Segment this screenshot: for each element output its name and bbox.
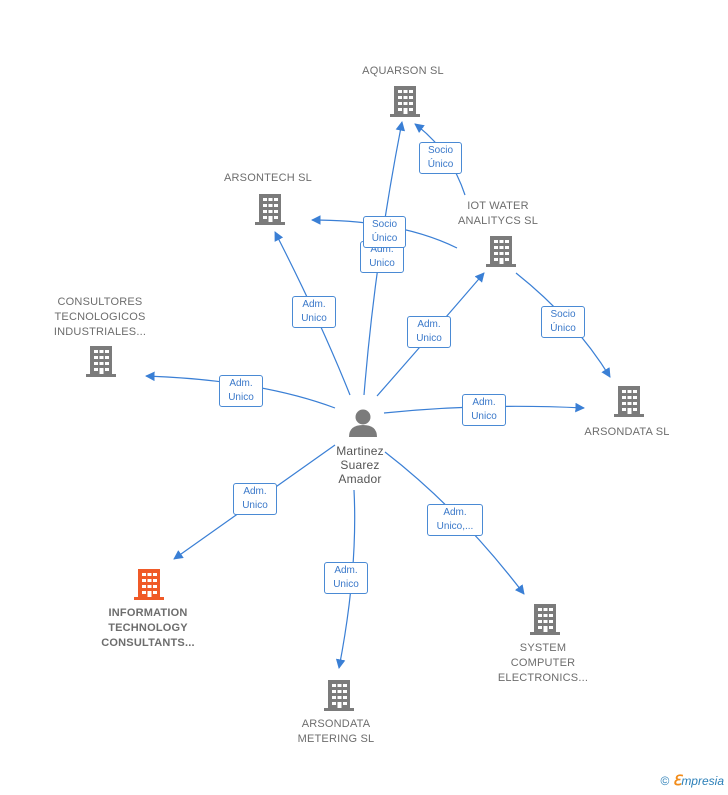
label-line: IOT WATER bbox=[467, 200, 529, 212]
building-icon-iot[interactable] bbox=[486, 236, 516, 267]
edge-label-person-metering: Adm. Unico bbox=[324, 562, 368, 594]
edge-label-person-itc: Adm. Unico bbox=[233, 483, 277, 515]
edge-label-line: Adm. bbox=[443, 507, 467, 518]
person-label[interactable]: Martinez Suarez Amador bbox=[313, 444, 407, 486]
label-line: INFORMATION bbox=[108, 607, 188, 619]
edge-label-line: Adm. bbox=[302, 299, 326, 310]
label-line: AQUARSON SL bbox=[362, 65, 444, 77]
company-label-iot[interactable]: IOT WATER ANALITYCS SL bbox=[438, 199, 558, 229]
label-line: CONSULTANTS... bbox=[101, 637, 195, 649]
edge-label-line: Unico bbox=[471, 411, 497, 422]
brand-name: mpresia bbox=[681, 774, 724, 788]
edge-label-line: Unico bbox=[301, 313, 327, 324]
label-line: ELECTRONICS... bbox=[497, 672, 589, 684]
label-line: SYSTEM bbox=[519, 642, 567, 654]
edge-label-person-iot: Adm. Unico bbox=[407, 316, 451, 348]
edge-label-line: Adm. bbox=[243, 486, 267, 497]
company-label-itc[interactable]: INFORMATION TECHNOLOGY CONSULTANTS... bbox=[88, 606, 208, 651]
edge-label-iot-arsondata: Socio Único bbox=[541, 306, 585, 338]
building-icon-sce[interactable] bbox=[530, 604, 560, 635]
edge-label-line: Unico bbox=[369, 258, 395, 269]
edge-label-iot-aquarson: Socio Único bbox=[419, 142, 462, 174]
edge-label-line: Único bbox=[427, 159, 454, 170]
label-line: ARSONTECH SL bbox=[224, 172, 312, 184]
label-line: TECNOLOGICOS bbox=[54, 311, 146, 323]
building-icon-arsondata[interactable] bbox=[614, 386, 644, 417]
label-line: ARSONDATA SL bbox=[584, 426, 670, 438]
edge-label-line: Unico bbox=[228, 392, 254, 403]
edge-label-line: Socio bbox=[371, 219, 397, 230]
edge-label-line: Unico,... bbox=[436, 521, 474, 532]
edge-label-line: Socio bbox=[427, 145, 453, 156]
edge-label-person-arsondata: Adm. Unico bbox=[462, 394, 506, 426]
company-label-arsondata[interactable]: ARSONDATA SL bbox=[567, 425, 687, 440]
label-line: COMPUTER bbox=[510, 657, 576, 669]
edge-label-iot-arsontech: Socio Único bbox=[363, 216, 406, 248]
label-line: ARSONDATA bbox=[301, 718, 371, 730]
edge-label-person-sce: Adm. Unico,... bbox=[427, 504, 483, 536]
person-icon[interactable] bbox=[349, 409, 377, 438]
company-label-metering[interactable]: ARSONDATA METERING SL bbox=[276, 717, 396, 747]
label-line: ANALITYCS SL bbox=[457, 215, 539, 227]
edge-label-line: Adm. bbox=[334, 565, 358, 576]
company-label-aquarson[interactable]: AQUARSON SL bbox=[343, 64, 463, 79]
edge-label-person-consultores: Adm. Unico bbox=[219, 375, 263, 407]
label-line: TECHNOLOGY bbox=[108, 622, 188, 634]
label-line: Suarez bbox=[340, 458, 380, 472]
edge-label-line: Único bbox=[371, 233, 398, 244]
edge-label-person-arsontech: Adm. Unico bbox=[292, 296, 336, 328]
edge-label-line: Unico bbox=[242, 500, 268, 511]
company-label-arsontech[interactable]: ARSONTECH SL bbox=[208, 171, 328, 186]
edge-label-line: Socio bbox=[550, 309, 576, 320]
label-line: INDUSTRIALES... bbox=[53, 326, 147, 338]
edge-label-line: Adm. bbox=[229, 378, 253, 389]
edge-label-line: Unico bbox=[333, 579, 359, 590]
edge-label-line: Único bbox=[550, 323, 576, 334]
building-icon-consultores[interactable] bbox=[86, 346, 116, 377]
label-line: Martinez bbox=[336, 444, 384, 458]
building-icon-itc[interactable] bbox=[134, 569, 164, 600]
edge-label-line: Adm. bbox=[370, 244, 394, 255]
brand-initial: ℇ bbox=[672, 772, 682, 788]
building-icon-metering[interactable] bbox=[324, 680, 354, 711]
brand-logo[interactable]: © ℇmpresia bbox=[661, 772, 724, 789]
label-line: Amador bbox=[338, 472, 382, 486]
label-line: CONSULTORES bbox=[57, 296, 143, 308]
edge-label-line: Adm. bbox=[417, 319, 441, 330]
copyright-symbol: © bbox=[660, 774, 670, 788]
edge-label-line: Adm. bbox=[472, 397, 496, 408]
building-icon-aquarson[interactable] bbox=[390, 86, 420, 117]
edge-label-line: Unico bbox=[416, 333, 442, 344]
building-icon-arsontech[interactable] bbox=[255, 194, 285, 225]
company-label-sce[interactable]: SYSTEM COMPUTER ELECTRONICS... bbox=[483, 641, 603, 686]
label-line: METERING SL bbox=[297, 733, 375, 745]
company-label-consultores[interactable]: CONSULTORES TECNOLOGICOS INDUSTRIALES... bbox=[40, 295, 160, 340]
